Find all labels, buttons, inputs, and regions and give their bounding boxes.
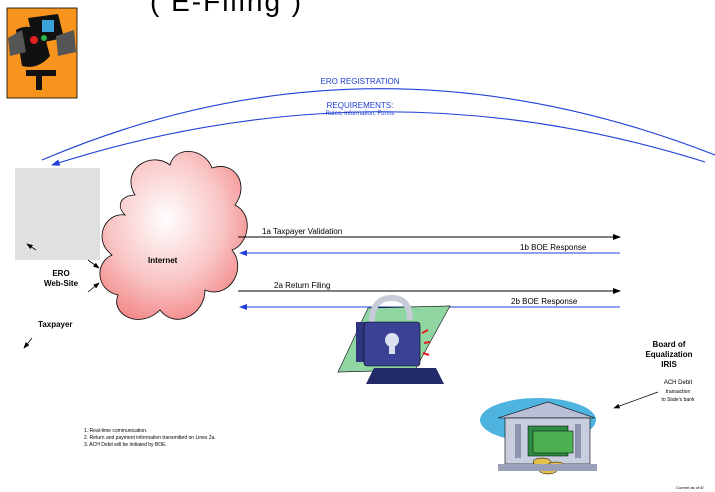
requirements-title: REQUIREMENTS: (326, 101, 394, 110)
note-item: 3. ACH Debit will be initiated by BOE. (84, 442, 167, 448)
taxpayer-to-internet-arrow (87, 282, 100, 293)
board-line1: Board of (652, 340, 686, 349)
note-item: 1. Real-time communication. (84, 428, 148, 434)
internet-cloud (99, 151, 248, 320)
flow-2a-label: 2a Return Filing (274, 281, 331, 290)
taxpayer-label: Taxpayer (38, 320, 73, 329)
note-item: 2. Return and payment information transm… (84, 435, 216, 441)
flow-1b-label: 1b BOE Response (520, 243, 587, 252)
board-line3: IRIS (661, 360, 677, 369)
requirements-arc (50, 111, 706, 166)
flow-1a-label: 1a Taxpayer Validation (262, 227, 343, 236)
secure-computer-lock-icon (337, 294, 451, 384)
requirements-subtitle: Rules, Information, Forms (325, 111, 395, 117)
website-label: Web-Site (43, 279, 79, 288)
notes-list: 1. Real-time communication. 2. Return an… (84, 428, 216, 449)
ach-debit-arrow (613, 391, 659, 409)
taxpayer-pointer-arrow (23, 337, 33, 349)
ach-line1: ACH Debit (663, 380, 693, 386)
board-line2: Equalization (645, 350, 693, 359)
ero-label: ERO (52, 269, 70, 278)
bank-money-icon (480, 398, 597, 475)
ach-line3: to State's bank (661, 397, 695, 403)
top-heading: ( E-Filing ) (150, 0, 304, 17)
ero-site-pointer-arrow (26, 243, 37, 251)
flow-2b-label: 2b BOE Response (511, 297, 578, 306)
ero-to-internet-arrow (87, 259, 100, 269)
footer-date: Current as of 8/ (676, 485, 704, 490)
computer-user-clipart (6, 7, 78, 99)
ero-registration-label: ERO REGISTRATION (320, 77, 400, 86)
internet-label: Internet (148, 256, 178, 265)
ero-website-box (15, 168, 100, 260)
ero-registration-arc (41, 88, 715, 161)
ach-line2: transaction (665, 389, 691, 395)
